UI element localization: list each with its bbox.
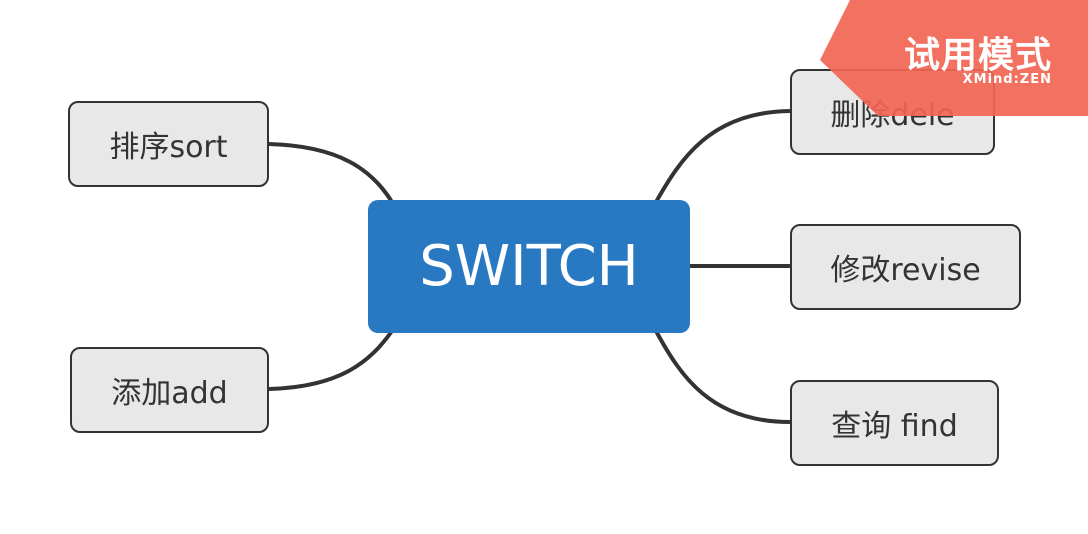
topic-add[interactable]: 添加add: [70, 347, 269, 433]
topic-sort[interactable]: 排序sort: [68, 101, 269, 187]
connector-dele: [654, 109, 791, 203]
trial-mode-watermark: 试用模式 XMind:ZEN: [818, 0, 1088, 116]
central-topic[interactable]: SWITCH: [368, 200, 690, 333]
connector-add: [268, 329, 394, 391]
topic-find[interactable]: 查询 find: [790, 380, 999, 466]
connector-sort: [268, 142, 394, 204]
watermark-ribbon: [820, 0, 1088, 116]
watermark-brand: XMind:ZEN: [962, 72, 1052, 87]
topic-find-label: 查询 find: [831, 409, 958, 444]
connector-find: [654, 330, 791, 424]
topic-revise[interactable]: 修改revise: [790, 224, 1021, 310]
watermark-title: 试用模式: [903, 35, 1052, 76]
topic-add-label: 添加add: [111, 376, 228, 411]
central-topic-label: SWITCH: [419, 234, 639, 299]
topic-revise-label: 修改revise: [830, 253, 981, 288]
topic-sort-label: 排序sort: [109, 130, 228, 165]
